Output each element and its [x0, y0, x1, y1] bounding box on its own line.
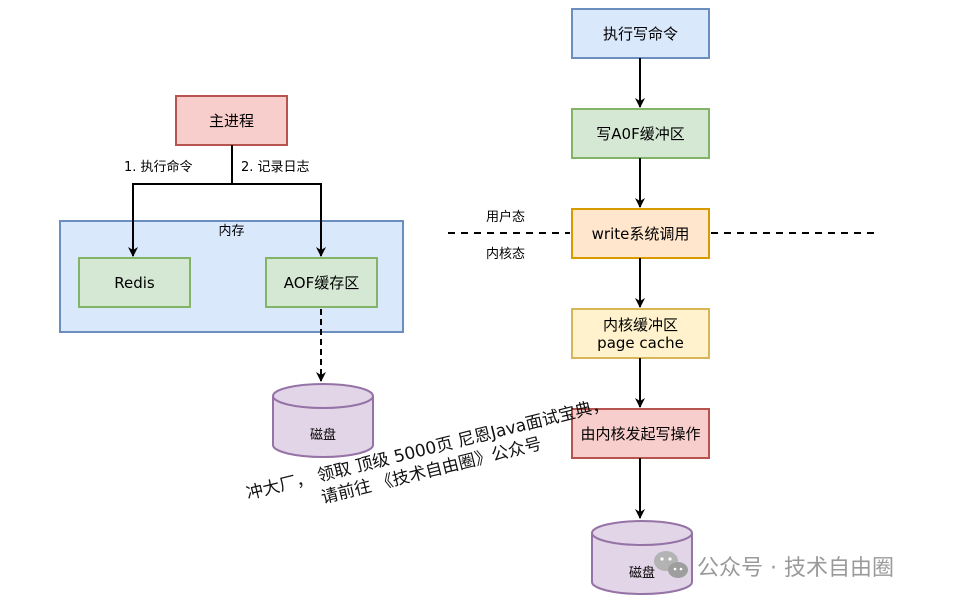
write-syscall-label: write系统调用	[591, 224, 690, 243]
edge-main-to-redis	[128, 145, 233, 257]
user-mode-label: 用户态	[486, 210, 526, 225]
kernel-buffer-label: 内核缓冲区 page cache	[572, 309, 709, 358]
memory-label: 内存	[218, 224, 245, 239]
kernel-write-label: 由内核发起写操作	[580, 424, 701, 443]
edge-main-to-aof	[232, 183, 326, 257]
write-aof-buffer-label: 写A0F缓冲区	[596, 124, 685, 143]
exec-write-cmd-label: 执行写命令	[602, 24, 678, 43]
right-disk-cylinder	[591, 520, 693, 595]
main-process-label: 主进程	[208, 111, 254, 130]
kernel-buffer-line2: page cache	[597, 333, 684, 352]
brand-text: 公众号 · 技术自由圈	[697, 556, 894, 581]
kernel-buffer-line1: 内核缓冲区	[602, 315, 678, 334]
edge-exec-label: 1. 执行命令	[124, 160, 193, 175]
right-disk-label: 磁盘	[628, 566, 655, 581]
kernel-write-box	[571, 408, 710, 459]
main-process-box	[175, 95, 288, 146]
left-disk-cylinder	[272, 383, 374, 458]
kernel-buffer-box	[571, 308, 710, 359]
redis-label: Redis	[114, 273, 155, 292]
kernel-mode-label: 内核态	[486, 247, 526, 262]
wechat-icon	[654, 551, 688, 578]
redis-box	[78, 257, 191, 308]
aof-buffer-box	[265, 257, 378, 308]
aof-buffer-label: AOF缓存区	[283, 273, 360, 292]
left-disk-label: 磁盘	[309, 428, 336, 443]
edge-log-label: 2. 记录日志	[241, 160, 310, 175]
write-aof-buffer-box	[571, 108, 710, 159]
